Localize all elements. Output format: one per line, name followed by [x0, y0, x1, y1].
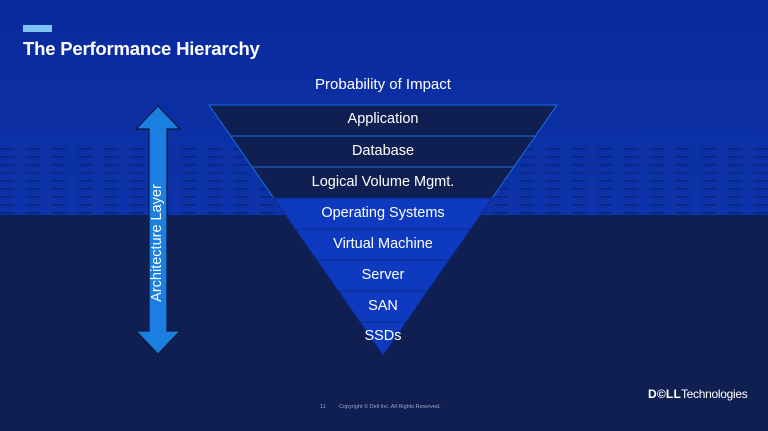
layer-label-application: Application [347, 111, 419, 127]
dell-technologies-logo: D©LLTechnologies [648, 387, 748, 401]
title-accent-bar [23, 25, 52, 32]
layer-label-database: Database [351, 143, 415, 159]
logo-dell-wordmark: D©LL [648, 387, 681, 401]
architecture-layer-label: Architecture Layer [149, 184, 165, 302]
layer-label-ssds: SSDs [364, 328, 402, 344]
layer-label-san: SAN [368, 298, 398, 314]
layer-ssd-shape [359, 321, 407, 356]
pyramid-subtitle: Probability of Impact [315, 76, 451, 93]
layer-label-server: Server [361, 267, 405, 283]
page-number: 11 [320, 404, 326, 410]
copyright-text: Copyright © Dell Inc. All Rights Reserve… [339, 404, 441, 410]
layer-label-logical-volume: Logical Volume Mgmt. [311, 174, 455, 190]
layer-label-virtual-machine: Virtual Machine [333, 236, 433, 252]
layer-label-operating-systems: Operating Systems [321, 205, 445, 221]
double-headed-vertical-arrow-icon [135, 105, 181, 355]
logo-technologies-text: Technologies [680, 387, 748, 401]
slide-title: The Performance Hierarchy [23, 38, 260, 59]
